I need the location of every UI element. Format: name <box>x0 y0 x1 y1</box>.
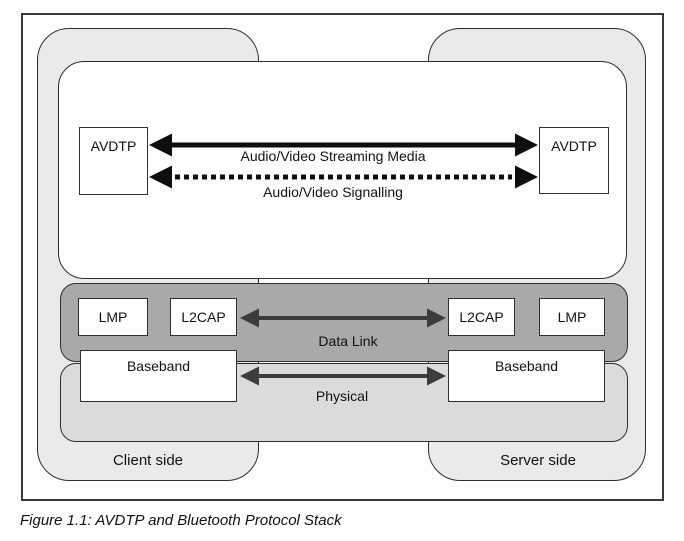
avdtp-box-server: AVDTP <box>539 127 609 194</box>
datalink-label: Data Link <box>318 333 378 349</box>
streaming-media-label: Audio/Video Streaming Media <box>240 148 426 164</box>
signalling-label: Audio/Video Signalling <box>263 184 403 200</box>
figure-caption: Figure 1.1: AVDTP and Bluetooth Protocol… <box>20 512 342 529</box>
server-side-label: Server side <box>500 452 576 469</box>
datalink-band <box>60 283 628 362</box>
baseband-box-server: Baseband <box>448 350 605 402</box>
lmp-box-server: LMP <box>539 298 605 336</box>
client-side-label: Client side <box>112 452 184 469</box>
avdtp-box-client: AVDTP <box>79 127 148 195</box>
baseband-box-client: Baseband <box>80 350 237 402</box>
l2cap-box-server: L2CAP <box>448 298 515 336</box>
lmp-box-client: LMP <box>78 298 148 336</box>
physical-label: Physical <box>315 388 369 404</box>
l2cap-box-client: L2CAP <box>170 298 237 336</box>
